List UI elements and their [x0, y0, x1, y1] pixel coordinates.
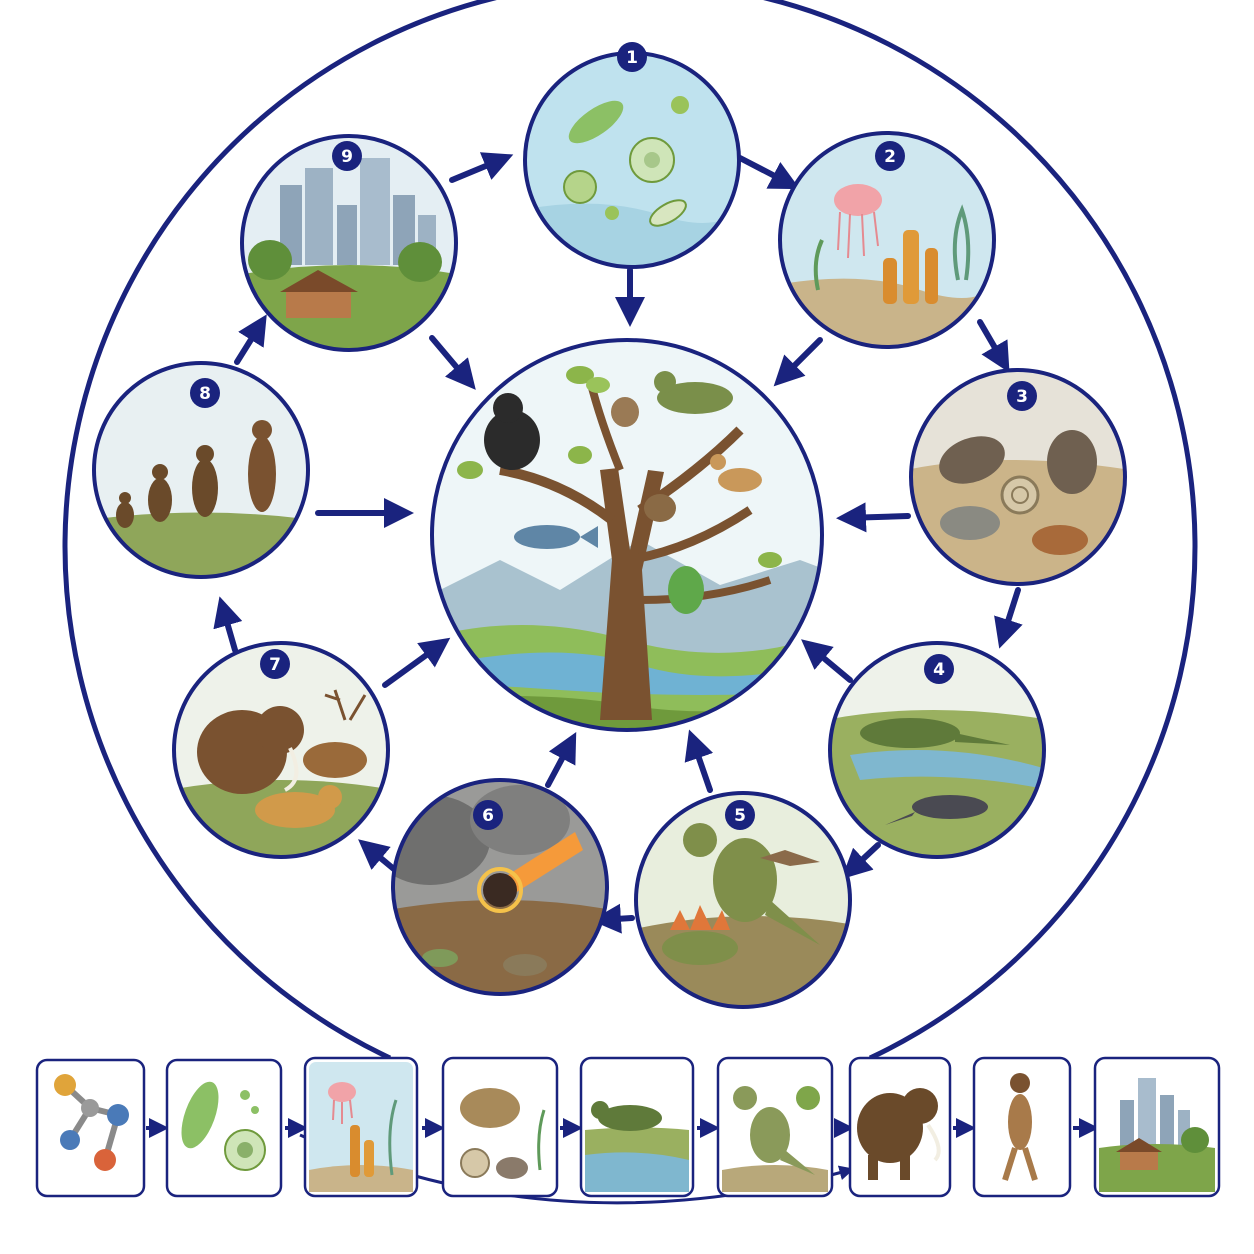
- badge-1: 1: [617, 42, 647, 72]
- svg-text:6: 6: [482, 806, 494, 826]
- svg-text:7: 7: [269, 655, 281, 675]
- timeline-card-sea-life: [303, 1056, 419, 1198]
- badge-8: 8: [190, 378, 220, 408]
- svg-text:9: 9: [341, 147, 353, 167]
- svg-text:2: 2: [884, 147, 896, 167]
- badge-4: 4: [924, 654, 954, 684]
- stage-badges: 1 2 3 4 5 6 7 8 9: [190, 42, 1037, 830]
- timeline-card-trilobite: [441, 1056, 559, 1198]
- timeline-card-cells: [165, 1058, 283, 1198]
- svg-text:5: 5: [734, 806, 746, 826]
- badge-9: 9: [332, 141, 362, 171]
- badge-6: 6: [473, 800, 503, 830]
- spoke-arrows: [315, 267, 911, 793]
- badge-3: 3: [1007, 381, 1037, 411]
- svg-text:3: 3: [1016, 387, 1028, 407]
- center-tree-of-life: [430, 338, 824, 732]
- stage-1-microbes: [523, 51, 741, 269]
- stage-8-human-evolution: [92, 361, 310, 579]
- svg-text:8: 8: [199, 384, 211, 404]
- timeline-card-dinosaur: [716, 1056, 834, 1198]
- cycle-arrows: [213, 152, 1023, 934]
- svg-text:4: 4: [933, 660, 945, 680]
- timeline-card-mammoth: [848, 1056, 952, 1198]
- timeline-card-molecules: [35, 1058, 146, 1198]
- stage-9-civilization: [240, 134, 458, 352]
- badge-7: 7: [260, 649, 290, 679]
- outer-cycle-arc: [62, 0, 1198, 1061]
- timeline-card-city: [1093, 1056, 1221, 1198]
- timeline-strip: [35, 1056, 1221, 1198]
- badge-5: 5: [725, 800, 755, 830]
- svg-text:1: 1: [626, 48, 638, 68]
- timeline-card-amphibian: [579, 1056, 695, 1198]
- badge-2: 2: [875, 141, 905, 171]
- timeline-card-human: [972, 1056, 1072, 1198]
- stage-7-ice-age-mammals: [172, 641, 390, 859]
